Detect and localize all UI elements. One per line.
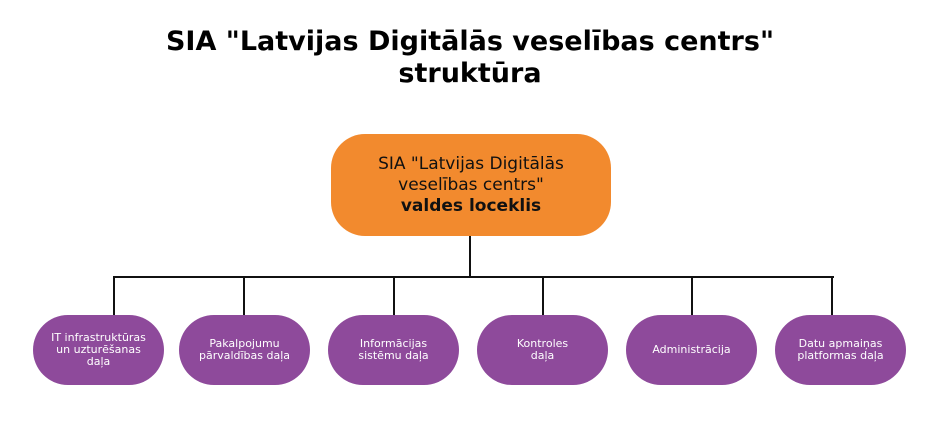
connector-trunk — [469, 236, 471, 278]
connector-4 — [542, 276, 544, 316]
title-line-2: struktūra — [398, 58, 542, 89]
department-information-systems: Informācijas sistēmu daļa — [328, 315, 459, 385]
department-administration: Administrācija — [626, 315, 757, 385]
connector-3 — [393, 276, 395, 316]
department-service-management: Pakalpojumu pārvaldības daļa — [179, 315, 310, 385]
top-line-1: SIA "Latvijas Digitālās — [378, 153, 564, 174]
page-title: SIA "Latvijas Digitālās veselības centrs… — [0, 26, 940, 90]
department-data-exchange-platform: Datu apmaiņas platformas daļa — [775, 315, 906, 385]
connector-5 — [691, 276, 693, 316]
connector-6 — [831, 276, 833, 316]
top-line-2: veselības centrs" — [398, 174, 544, 195]
top-line-3: valdes loceklis — [400, 195, 542, 216]
department-control: Kontroles daļa — [477, 315, 608, 385]
connector-horizontal — [113, 276, 834, 278]
connector-2 — [243, 276, 245, 316]
department-it-infrastructure: IT infrastruktūras un uzturēšanas daļa — [33, 315, 164, 385]
board-member-node: SIA "Latvijas Digitālās veselības centrs… — [331, 134, 611, 236]
connector-1 — [113, 276, 115, 316]
title-line-1: SIA "Latvijas Digitālās veselības centrs… — [165, 26, 775, 57]
